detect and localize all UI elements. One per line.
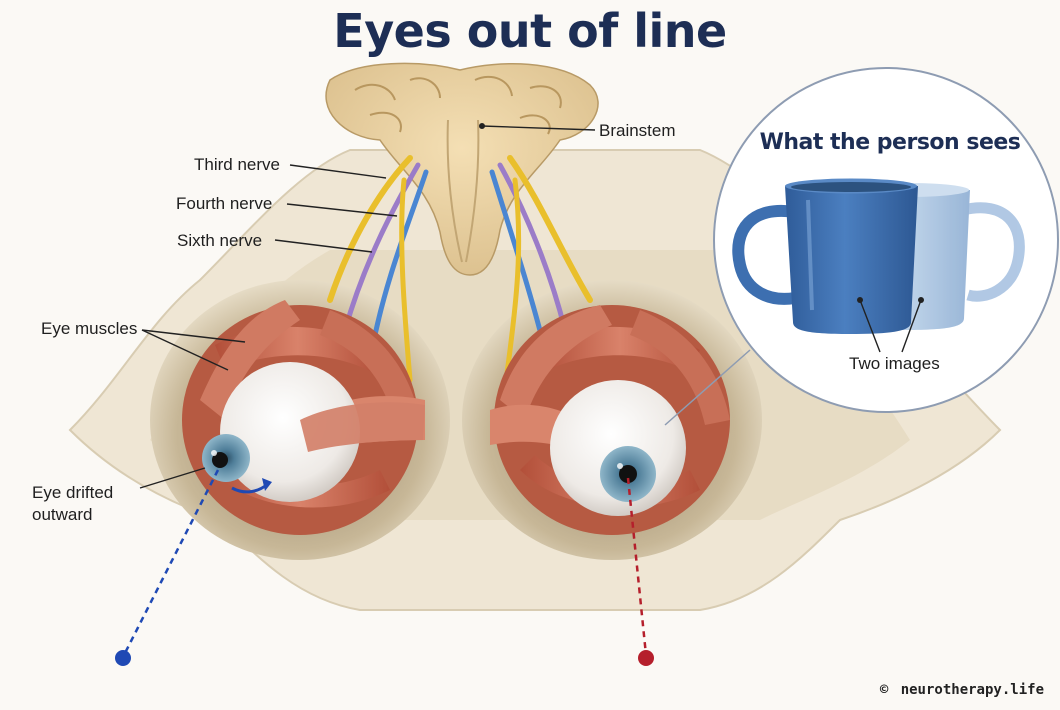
fourth-nerve-left <box>342 162 421 333</box>
right-gaze-dot <box>638 650 654 666</box>
left-eyeball <box>220 362 360 502</box>
label-third-nerve: Third nerve <box>194 155 280 174</box>
main-mug <box>732 178 918 334</box>
right-gaze-line <box>626 477 648 656</box>
third-nerve-right <box>507 155 593 303</box>
page-title: Eyes out of line <box>333 4 727 58</box>
label-eye-muscles: Eye muscles <box>41 319 138 338</box>
brainstem <box>325 62 599 276</box>
inset-connector <box>664 349 751 426</box>
right-pupil <box>619 465 637 483</box>
left-gaze-line <box>122 469 220 656</box>
left-gaze-dot <box>115 650 131 666</box>
two-images-pointers <box>859 299 922 353</box>
leader-lines <box>139 125 596 489</box>
credit-text: neurotherapy.life <box>900 682 1044 698</box>
third-nerve-left <box>327 155 413 303</box>
inset-title: What the person sees <box>759 130 1021 155</box>
sixth-nerve-left <box>369 169 429 353</box>
credit: © neurotherapy.life <box>876 682 1044 698</box>
label-eye-drifted-line2: outward <box>32 505 93 524</box>
label-eye-drifted-line1: Eye drifted <box>32 483 114 502</box>
label-eye-drifted: Eye drifted outward <box>32 482 113 526</box>
label-two-images: Two images <box>849 354 940 373</box>
label-fourth-nerve: Fourth nerve <box>176 194 273 213</box>
label-brainstem: Brainstem <box>599 121 676 140</box>
left-pupil <box>212 452 228 468</box>
label-sixth-nerve: Sixth nerve <box>177 231 263 250</box>
copyright-icon: © <box>879 682 889 698</box>
fourth-nerve-right <box>497 162 568 333</box>
